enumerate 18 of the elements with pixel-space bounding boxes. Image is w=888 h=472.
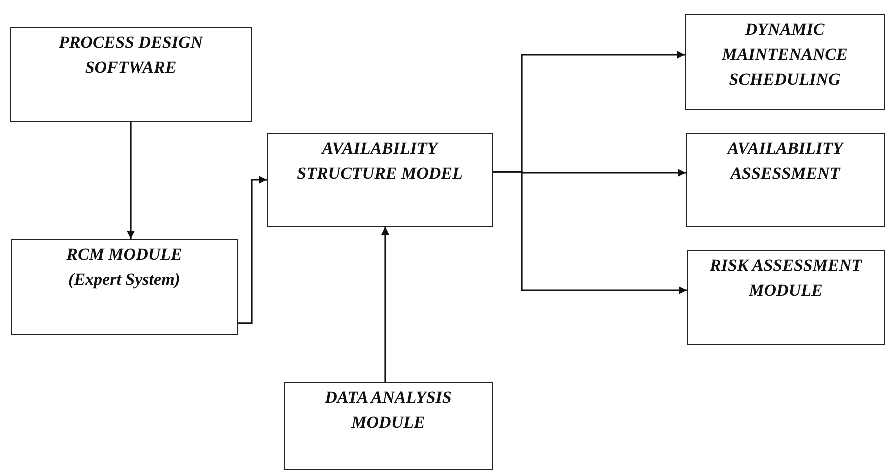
process-box [284, 382, 493, 470]
process-box [11, 239, 238, 335]
box-label: DATA ANALYSIS MODULE [324, 387, 453, 434]
box-label: AVAILABILITY STRUCTURE MODEL [296, 138, 464, 185]
box-label: DYNAMIC MAINTENANCE SCHEDULING [721, 19, 849, 91]
box-label: RISK ASSESSMENT MODULE [709, 255, 864, 302]
arrow [493, 171, 687, 294]
arrow [127, 122, 135, 239]
process-box [687, 250, 885, 345]
arrow [238, 176, 267, 324]
process-box [267, 133, 493, 227]
process-box [10, 27, 252, 122]
box-label: AVAILABILITY ASSESSMENT [726, 138, 846, 185]
arrow [382, 227, 390, 382]
process-box [686, 133, 885, 227]
process-box [685, 14, 885, 110]
box-label: RCM MODULE (Expert System) [66, 244, 184, 291]
box-label: PROCESS DESIGN SOFTWARE [58, 32, 204, 79]
